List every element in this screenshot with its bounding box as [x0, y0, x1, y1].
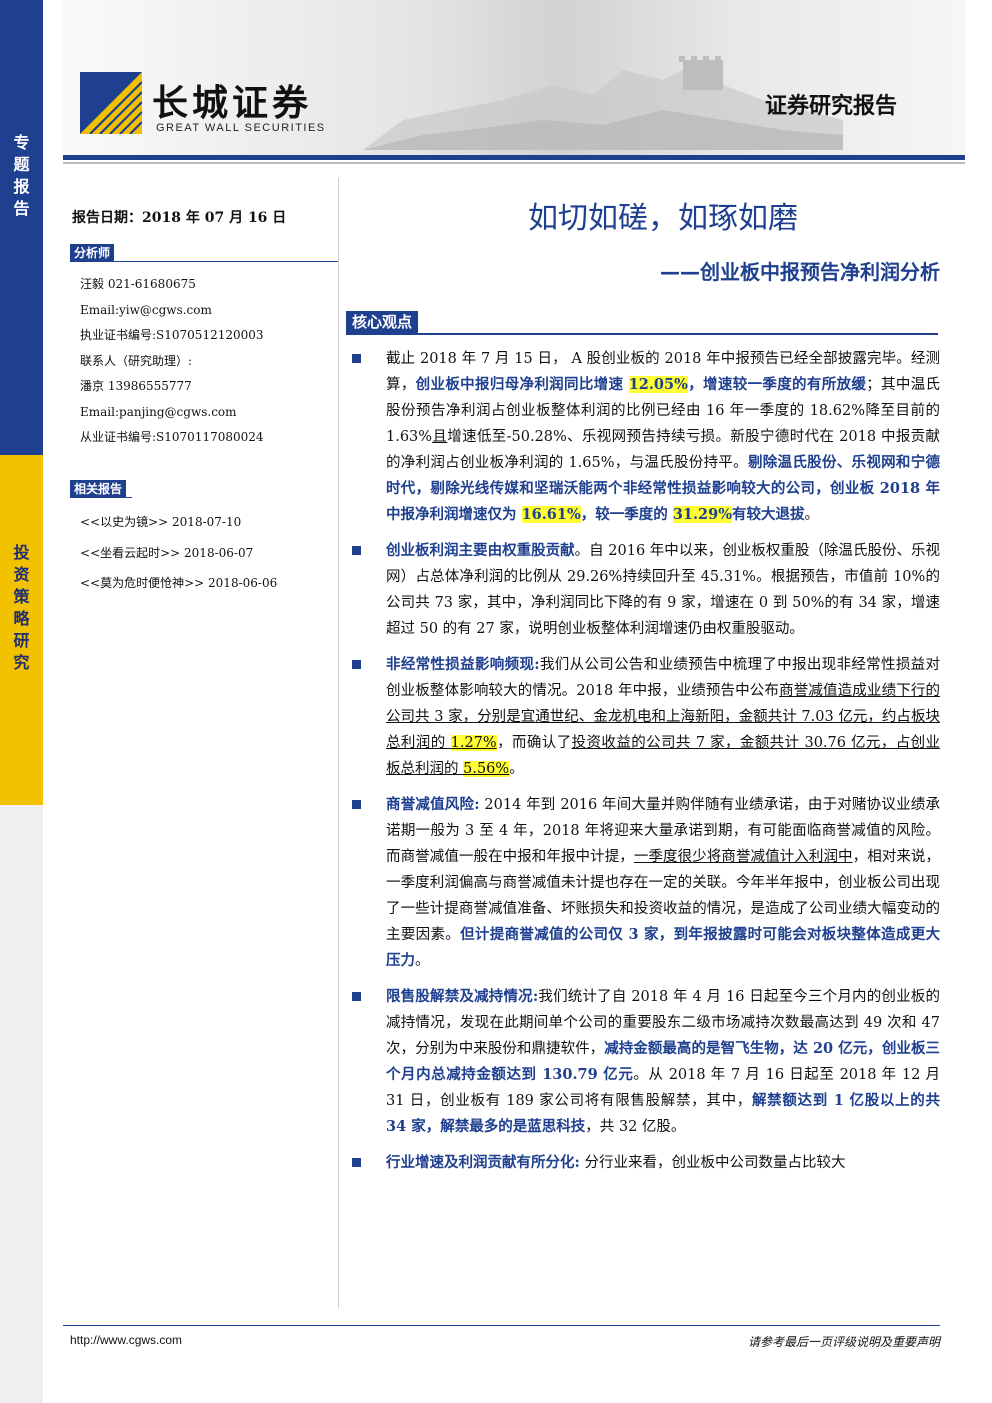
analyst-line[interactable]: Email:panjing@cgws.com	[80, 404, 237, 419]
header-divider-thin	[63, 162, 965, 164]
related-report-link[interactable]: <<坐看云起时>> 2018-06-07	[80, 545, 254, 560]
bullet-square-icon	[352, 800, 361, 809]
column-separator	[338, 178, 339, 1308]
analyst-info: 汪毅 021-61680675 Email:yiw@cgws.com 执业证书编…	[80, 272, 264, 451]
bullet-square-icon	[352, 546, 361, 555]
great-wall-logo-icon	[80, 72, 142, 134]
report-date: 报告日期：2018 年 07 月 16 日	[72, 210, 287, 226]
brand-name-en: GREAT WALL SECURITIES	[156, 122, 326, 134]
analyst-section-header: 分析师	[70, 244, 338, 262]
sidebar-category-upper: 专 题 报 告	[13, 133, 30, 218]
core-views-header: 核心观点	[346, 311, 938, 335]
analyst-line: 汪毅 021-61680675	[80, 277, 196, 291]
related-report-link[interactable]: <<莫为危时便怆神>> 2018-06-06	[80, 576, 278, 590]
bullet-square-icon	[352, 354, 361, 363]
core-view-item: 限售股解禁及减持情况:我们统计了自 2018 年 4 月 16 日起至今三个月内…	[352, 984, 940, 1140]
sidebar-blue-block	[0, 0, 43, 455]
core-view-item: 创业板利润主要由权重股贡献。自 2016 年中以来，创业板权重股（除温氏股份、乐…	[352, 538, 940, 642]
bullet-square-icon	[352, 1158, 361, 1167]
left-sidebar	[0, 0, 43, 1403]
report-subtitle: ——创业板中报预告净利润分析	[660, 260, 940, 284]
footer-website-link[interactable]: http://www.cgws.com	[70, 1333, 183, 1347]
related-report-link[interactable]: <<以史为镜>> 2018-07-10	[80, 515, 242, 529]
analyst-line: 潘京 13986555777	[80, 379, 192, 393]
header-divider	[63, 155, 965, 160]
core-views-list: 截止 2018 年 7 月 15 日， A 股创业板的 2018 年中报预告已经…	[352, 346, 940, 1186]
bullet-square-icon	[352, 660, 361, 669]
footer-disclaimer: 请参考最后一页评级说明及重要声明	[747, 1335, 940, 1349]
core-view-item: 商誉减值风险: 2014 年到 2016 年间大量并购伴随有业绩承诺，由于对赌协…	[352, 792, 940, 974]
analyst-line: 从业证书编号:S1070117080024	[80, 430, 264, 444]
sidebar-category-lower: 投 资 策 略 研 究	[13, 543, 30, 672]
sidebar-yellow-block	[0, 455, 43, 805]
analyst-line: 执业证书编号:S1070512120003	[80, 328, 264, 342]
related-reports-header: 相关报告	[70, 480, 132, 498]
analyst-line: 联系人（研究助理）:	[80, 353, 193, 368]
core-view-item: 截止 2018 年 7 月 15 日， A 股创业板的 2018 年中报预告已经…	[352, 346, 940, 528]
related-reports-list: <<以史为镜>> 2018-07-10 <<坐看云起时>> 2018-06-07…	[80, 507, 277, 599]
bullet-square-icon	[352, 992, 361, 1001]
report-title: 如切如磋，如琢如磨	[528, 201, 798, 236]
analyst-line[interactable]: Email:yiw@cgws.com	[80, 302, 212, 317]
report-type: 证券研究报告	[765, 94, 898, 119]
header-banner	[63, 0, 965, 155]
core-view-item: 行业增速及利润贡献有所分化: 分行业来看，创业板中公司数量占比较大	[352, 1150, 940, 1176]
footer-divider	[63, 1325, 940, 1326]
great-wall-illustration	[363, 56, 843, 150]
core-view-item: 非经常性损益影响频现:我们从公司公告和业绩预告中梳理了中报出现非经常性损益对创业…	[352, 652, 940, 782]
brand-name-cn: 长城证券	[152, 83, 313, 124]
